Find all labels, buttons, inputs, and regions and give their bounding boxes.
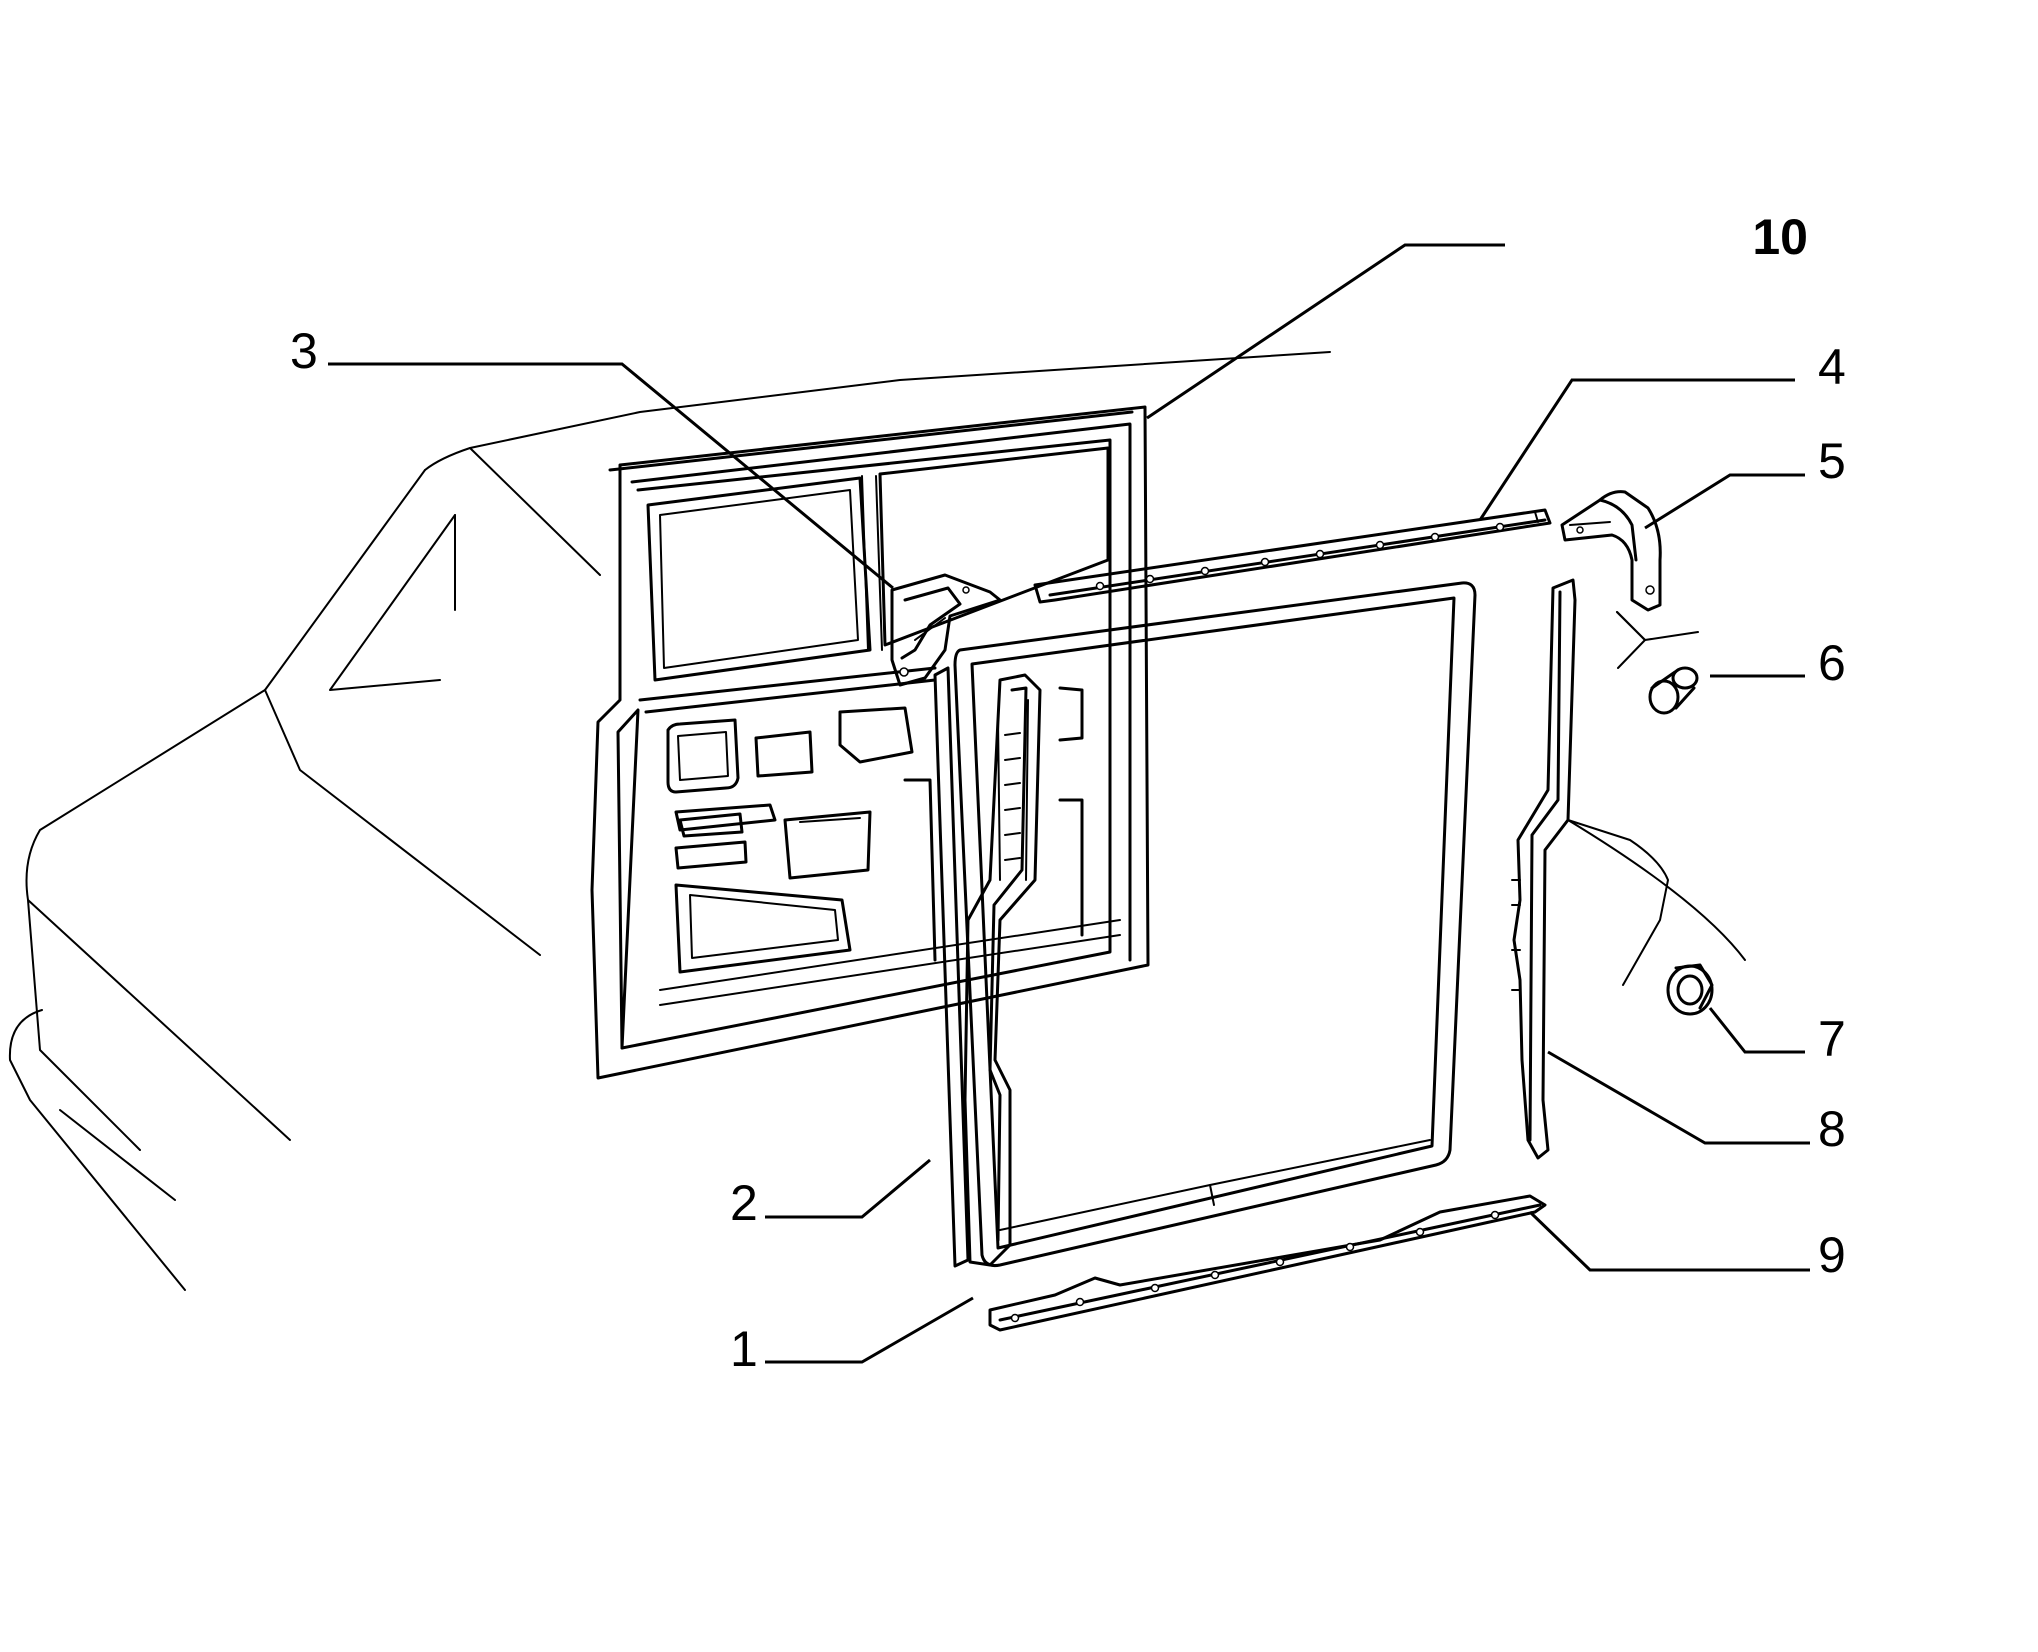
leader-line-7 — [1708, 1007, 1805, 1054]
part-8-vertical-rail — [1511, 578, 1577, 1160]
leader-line-9 — [1528, 1210, 1810, 1272]
callout-5: 5 — [1818, 433, 1846, 489]
part-1-lock-pillar — [963, 673, 1042, 1267]
callout-9: 9 — [1818, 1227, 1846, 1283]
leader-line-1 — [765, 1296, 974, 1364]
callout-labels: 10 3 4 5 6 7 8 9 2 1 — [290, 209, 1846, 1377]
part-4-upper-rail — [1033, 508, 1552, 604]
part-10-door-frame — [953, 581, 1477, 1267]
callout-6: 6 — [1818, 635, 1846, 691]
callout-3: 3 — [290, 323, 318, 379]
leader-lines — [328, 243, 1810, 1364]
leader-line-3 — [328, 362, 894, 590]
leader-line-8 — [1547, 1050, 1810, 1145]
part-7-plug — [1567, 819, 1746, 1016]
leader-line-4 — [1478, 378, 1795, 521]
part-2-vertical-channel — [933, 666, 970, 1268]
callout-1: 1 — [730, 1321, 758, 1377]
part-6-plug — [1616, 611, 1699, 715]
part-5-hinge-bracket — [1560, 490, 1662, 612]
leader-line-10 — [1146, 243, 1505, 420]
callout-8: 8 — [1818, 1101, 1846, 1157]
leader-line-5 — [1644, 473, 1805, 530]
callout-10: 10 — [1752, 209, 1808, 265]
part-9-lower-rail — [988, 1194, 1547, 1332]
door-inner-panel — [590, 405, 1150, 1080]
part-3-upper-bracket — [890, 573, 1002, 687]
callout-7: 7 — [1818, 1011, 1846, 1067]
callout-2: 2 — [730, 1175, 758, 1231]
van-body-outline — [8, 351, 1331, 1291]
leader-line-2 — [765, 1158, 931, 1219]
callout-4: 4 — [1818, 339, 1846, 395]
